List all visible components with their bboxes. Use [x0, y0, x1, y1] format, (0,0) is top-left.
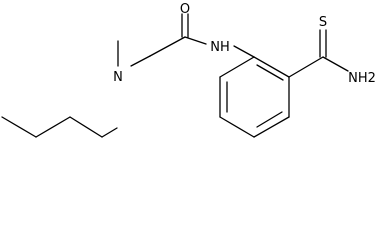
bond-ring-6-1: [219, 56, 255, 78]
bond-nh-ring: [233, 45, 255, 58]
bond-carbonyl-nh: [184, 36, 207, 45]
bond-butyl-c4-n: [101, 127, 118, 138]
bond-c-nh2: [322, 56, 349, 72]
bond-ring-inner-b: [256, 111, 283, 128]
bond-ring-thiocarbonyl: [288, 56, 324, 78]
bond-ring-3-4: [253, 116, 290, 138]
atom-label-amine-n: N: [113, 70, 123, 85]
bond-butyl-c1-c2: [1, 116, 37, 138]
atom-label-oxygen: O: [180, 2, 190, 17]
bond-ring-4-5: [219, 116, 255, 138]
bond-ch2-carbonyl: [149, 36, 186, 57]
bond-ring-inner-a: [256, 64, 284, 81]
bond-ring-1-2: [253, 56, 290, 78]
bond-butyl-c3-c4: [69, 116, 103, 138]
bond-n-ch2: [130, 55, 151, 67]
bond-butyl-c2-c3: [35, 116, 71, 138]
atom-label-amide-nh: NH: [210, 40, 230, 55]
atom-label-sulfur: S: [319, 15, 327, 30]
chemical-structure-diagram: O NH N S NH2: [1, 2, 376, 138]
atom-label-thioamide-nh2: NH2: [348, 71, 376, 86]
